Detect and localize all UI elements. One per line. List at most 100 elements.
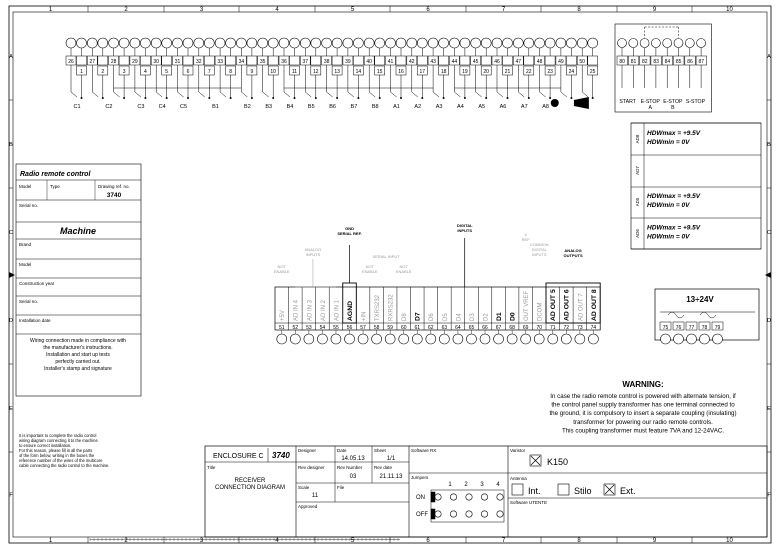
io-terminal-number: 54 [320, 325, 326, 331]
supply-voltage: 13÷24V [686, 295, 714, 304]
screw-terminal [533, 333, 545, 345]
io-terminal-label: DCOM [538, 303, 544, 321]
terminal-number-box [246, 55, 258, 66]
wire-line [92, 91, 99, 98]
relay-output-label: B1 [212, 104, 219, 110]
terminal-number-box [118, 55, 130, 66]
terminal-number: 5 [165, 69, 168, 75]
screw-terminal [673, 38, 684, 48]
screw-terminal [344, 333, 355, 345]
important-note-line: wiring diagram connecting it to the mach… [19, 438, 98, 443]
io-terminal-number: 67 [496, 325, 502, 331]
screw-terminal [299, 37, 311, 49]
relay-output-label: A5 [478, 104, 485, 110]
jumper-column: 1 [448, 482, 452, 488]
form-label: Model [19, 262, 31, 267]
relay-output-label: A8 [542, 104, 549, 110]
terminal-number-box [161, 55, 172, 66]
field-label: Software UTENTE [510, 500, 547, 505]
hdw-min-value: HDWmin = 0V [647, 234, 690, 241]
jumper-pin [480, 510, 488, 518]
io-terminal-number: 63 [442, 325, 448, 331]
jumper-column: 4 [496, 482, 500, 488]
terminal-number: 32 [196, 59, 202, 65]
terminal-number: 45 [473, 59, 479, 65]
warning-text: the ground, it is compulsory to insert a… [549, 410, 736, 417]
jumper-column: 3 [480, 482, 484, 488]
io-group-header: ENABLE [362, 269, 378, 274]
screw-terminal [411, 333, 423, 345]
io-terminal-number: 57 [360, 325, 366, 331]
terminal-number: 86 [687, 59, 693, 65]
io-group-header: INPUTS [306, 252, 321, 257]
screw-terminal [342, 37, 354, 49]
lamp-icon [550, 99, 559, 107]
wire-line [283, 91, 291, 98]
warning-title: WARNING: [622, 380, 663, 389]
io-terminal-label: AGND [347, 301, 354, 321]
screw-terminal [395, 37, 407, 49]
field-label: Scale [298, 485, 310, 490]
contact-dot [591, 97, 594, 99]
field-label: File [337, 485, 345, 490]
terminal-number: 35 [260, 59, 266, 65]
terminal-number-box [225, 55, 236, 66]
screw-terminal [310, 37, 322, 49]
screw-terminal [425, 333, 437, 345]
column-index: 9 [653, 7, 657, 13]
io-terminal-label: OUT VREF [524, 290, 530, 321]
io-group-header: DIGITAL [532, 247, 548, 252]
relay-output-label: B6 [329, 104, 336, 110]
contact-dot [208, 97, 211, 99]
field-value: 21.11.13 [380, 474, 404, 480]
contact-dot [485, 97, 488, 99]
wire-line [156, 91, 163, 98]
jumper-pin [496, 493, 504, 501]
jumper-bridge [430, 508, 436, 520]
terminal-number: 19 [462, 69, 468, 75]
wire-line [518, 91, 525, 98]
terminal-number: 10 [270, 69, 276, 75]
form-label: Model [19, 184, 31, 189]
terminal-number: 3 [123, 69, 126, 75]
io-terminal-label: AD OUT 6 [564, 289, 571, 321]
io-terminal-number: 74 [591, 325, 597, 331]
terminal-number: 77 [689, 325, 695, 331]
screw-terminal [278, 37, 290, 49]
field-label: Varistor [510, 448, 526, 453]
jumper-pin [449, 510, 457, 518]
screw-terminal [303, 333, 315, 345]
info-box-title: Radio remote control [20, 171, 91, 178]
terminal-number: 26 [68, 59, 74, 65]
jumper-on-label: ON [416, 495, 425, 501]
warning-notice: WARNING:In case the radio remote control… [549, 380, 736, 434]
io-terminal-label: AD OUT 8 [591, 289, 598, 321]
terminal-number: 37 [303, 59, 309, 65]
terminal-number-box [459, 55, 471, 66]
terminal-number: 41 [388, 59, 394, 65]
io-group-header: NOT [278, 264, 287, 269]
jumper-frame [430, 489, 505, 523]
terminal-number-box [672, 321, 685, 331]
io-terminal-label: D1 [496, 312, 503, 321]
screw-terminal [384, 333, 396, 345]
row-index: F [9, 493, 13, 499]
io-terminal-label: D3 [470, 313, 476, 321]
wiring-note: Installation and start up tests [46, 352, 110, 358]
contact-dot [570, 97, 573, 99]
column-index: 10 [726, 7, 733, 13]
terminal-number: 39 [345, 59, 351, 65]
relay-output-label: A7 [521, 104, 528, 110]
terminal-number: 43 [430, 59, 436, 65]
terminal-number-box [659, 321, 672, 331]
screw-terminal [561, 333, 572, 345]
jumper-pin [434, 510, 442, 518]
drawing-title: CONNECTION DIAGRAM [215, 485, 285, 491]
terminal-number: 9 [251, 69, 254, 75]
screw-terminal [182, 37, 194, 49]
hdw-channel-id: AD8 [635, 134, 640, 143]
terminal-number: 38 [324, 59, 330, 65]
relay-output-label: B7 [351, 104, 358, 110]
io-group-header: OUTPUTS [564, 253, 583, 258]
